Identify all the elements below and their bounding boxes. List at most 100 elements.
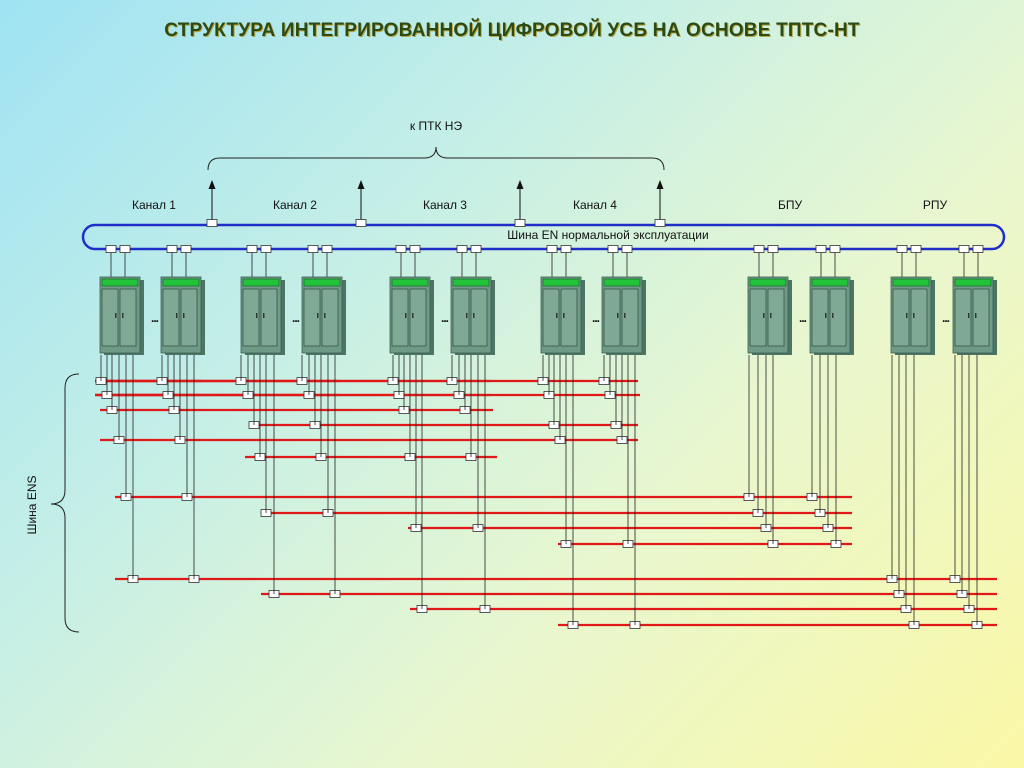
cabinet-door (621, 288, 639, 347)
door-handle (256, 313, 258, 318)
door-handle (176, 313, 178, 318)
channel-label: Канал 3 (423, 198, 467, 212)
door-handle (913, 313, 915, 318)
bus-connector (260, 245, 272, 253)
cabinet-door (162, 288, 180, 347)
left-brace (50, 373, 80, 633)
cabinet-door (910, 288, 928, 347)
cabinet (240, 276, 285, 355)
cabinet-indicator (954, 278, 992, 287)
door-handle (763, 313, 765, 318)
door-handle (825, 313, 827, 318)
bus-connector (607, 245, 619, 253)
cabinet-door (242, 288, 260, 347)
bus-connector (896, 245, 908, 253)
arrow-up-icon (357, 180, 365, 189)
ptk-label: к ПТК НЭ (410, 119, 463, 133)
top-brace (207, 146, 665, 171)
cabinet-indicator (749, 278, 787, 287)
bus-connector (206, 219, 218, 227)
arrow-up-icon (656, 180, 664, 189)
channel-label: Канал 1 (132, 198, 176, 212)
door-handle (617, 313, 619, 318)
channel-label: Канал 4 (573, 198, 617, 212)
door-handle (563, 313, 565, 318)
bus-connector (321, 245, 333, 253)
cabinet (747, 276, 792, 355)
cabinet-door (303, 288, 321, 347)
door-handle (317, 313, 319, 318)
cabinet-indicator (101, 278, 139, 287)
bus-connector (753, 245, 765, 253)
door-handle (122, 313, 124, 318)
cabinet-door (954, 288, 972, 347)
bus-connector (958, 245, 970, 253)
cabinet (99, 276, 144, 355)
bus-connector (470, 245, 482, 253)
cabinet-door (542, 288, 560, 347)
cabinet-indicator (452, 278, 490, 287)
channel-label: Канал 2 (273, 198, 317, 212)
bus-connector (621, 245, 633, 253)
arrow-up-icon (208, 180, 216, 189)
bus-connector (910, 245, 922, 253)
cabinet (160, 276, 205, 355)
cabinet-door (470, 288, 488, 347)
bus-connector (105, 245, 117, 253)
cabinet-indicator (892, 278, 930, 287)
door-handle (466, 313, 468, 318)
cabinet-indicator (542, 278, 580, 287)
cabinet-indicator (162, 278, 200, 287)
ellipsis: ... (799, 311, 807, 325)
cabinet-door (829, 288, 847, 347)
cabinet (809, 276, 854, 355)
bus-connector (972, 245, 984, 253)
cabinet-indicator (242, 278, 280, 287)
cabinet-door (321, 288, 339, 347)
cabinet-door (101, 288, 119, 347)
bus-connector (829, 245, 841, 253)
door-handle (832, 313, 834, 318)
door-handle (183, 313, 185, 318)
door-handle (906, 313, 908, 318)
cabinet-door (180, 288, 198, 347)
ellipsis: ... (592, 311, 600, 325)
cabinet-door (749, 288, 767, 347)
door-handle (115, 313, 117, 318)
bus-connector (166, 245, 178, 253)
bus-connector (307, 245, 319, 253)
bus-label: Шина EN нормальной эксплуатации (507, 228, 708, 242)
ellipsis: ... (942, 311, 950, 325)
door-handle (473, 313, 475, 318)
cabinet-door (892, 288, 910, 347)
door-handle (405, 313, 407, 318)
channel-label: БПУ (778, 198, 803, 212)
cabinet-indicator (391, 278, 429, 287)
bus-connector (514, 219, 526, 227)
door-handle (968, 313, 970, 318)
cabinet (389, 276, 434, 355)
door-handle (263, 313, 265, 318)
door-handle (556, 313, 558, 318)
channel-label: РПУ (923, 198, 948, 212)
cabinet-door (972, 288, 990, 347)
cabinet (301, 276, 346, 355)
door-handle (412, 313, 414, 318)
en-bus (81, 223, 1006, 251)
bus-connector (560, 245, 572, 253)
page-title: СТРУКТУРА ИНТЕГРИРОВАННОЙ ЦИФРОВОЙ УСБ Н… (164, 20, 860, 41)
door-handle (770, 313, 772, 318)
ellipsis: ... (292, 311, 300, 325)
cabinet-indicator (303, 278, 341, 287)
bus-connector (546, 245, 558, 253)
cabinet-door (119, 288, 137, 347)
cabinet-door (409, 288, 427, 347)
cabinet-door (603, 288, 621, 347)
bus-connector (355, 219, 367, 227)
cabinet (601, 276, 646, 355)
ellipsis: ... (441, 311, 449, 325)
bus-connector (456, 245, 468, 253)
ens-label: Шина ENS (25, 475, 39, 534)
